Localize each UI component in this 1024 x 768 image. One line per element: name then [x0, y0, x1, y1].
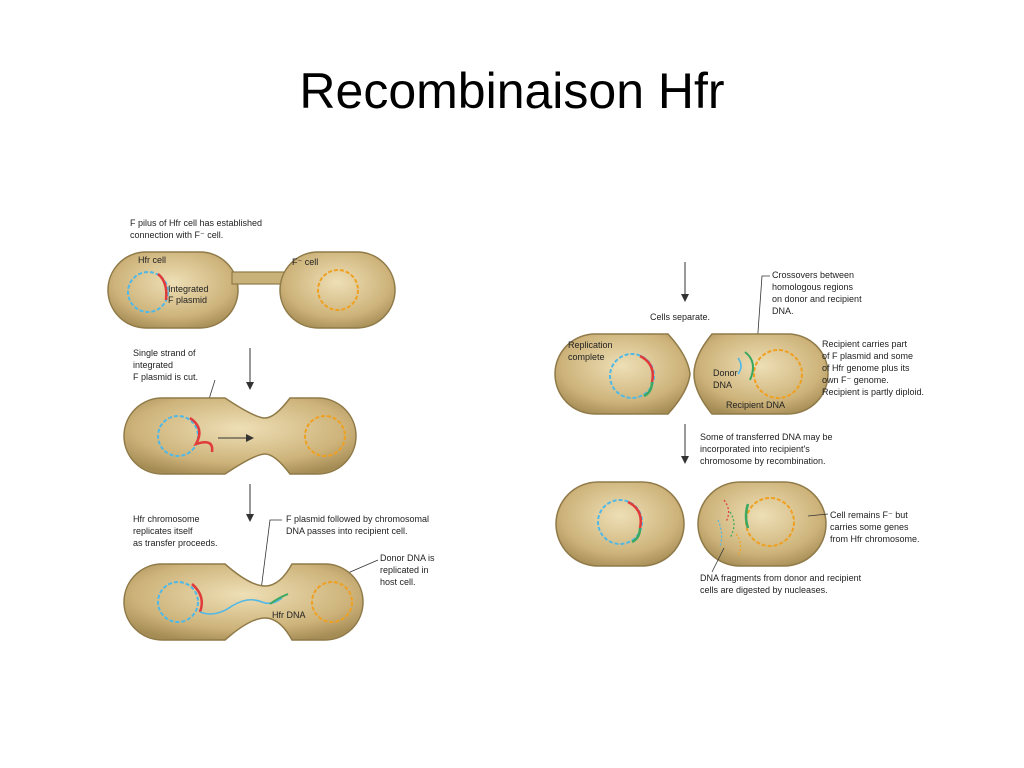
recombinant-cell-final — [697, 481, 827, 567]
integrated-plasmid-label-1: Integrated — [168, 284, 209, 294]
caption-cut-1: Single strand of — [133, 348, 196, 358]
caption-recipient-5: Recipient is partly diploid. — [822, 387, 924, 397]
recipient-chromosome — [311, 581, 353, 623]
caption-transfer-2: DNA passes into recipient cell. — [286, 526, 408, 536]
recombined-donor-segment — [744, 503, 750, 529]
caption-pilus-2: connection with F⁻ cell. — [130, 230, 223, 240]
hfr-chromosome — [127, 271, 169, 313]
f-minus-cell — [279, 251, 396, 329]
donor-dna-label-2: DNA — [713, 380, 732, 390]
caption-donor-replicated-1: Donor DNA is — [380, 553, 435, 563]
cut-f-plasmid-strand — [189, 416, 214, 453]
digested-fragment — [717, 519, 723, 547]
hfr-cell-separated — [554, 333, 691, 415]
caption-remains-3: from Hfr chromosome. — [830, 534, 920, 544]
fragments-pointer-line — [711, 547, 725, 573]
caption-pilus-1: F pilus of Hfr cell has established — [130, 218, 262, 228]
f-plasmid-segment — [627, 500, 642, 529]
caption-crossover-3: on donor and recipient — [772, 294, 862, 304]
digested-fragment — [735, 533, 742, 557]
integrated-f-plasmid — [157, 273, 168, 301]
caption-transfer-1: F plasmid followed by chromosomal — [286, 514, 429, 524]
caption-cut-2: integrated — [133, 360, 173, 370]
caption-donor-replicated-2: replicated in — [380, 565, 429, 575]
caption-recipient-4: own F⁻ genome. — [822, 375, 889, 385]
slide-title: Recombinaison Hfr — [299, 63, 725, 119]
caption-transferred-1: Some of transferred DNA may be — [700, 432, 833, 442]
donor-segment — [643, 381, 654, 398]
f-pilus — [231, 271, 288, 285]
hfr-cell-final — [555, 481, 685, 567]
transfer-pointer-line — [259, 519, 282, 599]
caption-replicates-3: as transfer proceeds. — [133, 538, 218, 548]
recipient-dna-label: Recipient DNA — [726, 400, 785, 410]
hfr-dna-label: Hfr DNA — [272, 610, 306, 620]
recipient-cell-partly-diploid — [693, 333, 829, 415]
caption-remains-1: Cell remains F⁻ but — [830, 510, 908, 520]
caption-fragments-1: DNA fragments from donor and recipient — [700, 573, 862, 583]
caption-replicates-2: replicates itself — [133, 526, 193, 536]
donor-dna-fragment — [744, 351, 755, 381]
f-plasmid-segment — [191, 583, 203, 613]
replication-label-1: Replication — [568, 340, 613, 350]
caption-transferred-2: incorporated into recipient's — [700, 444, 810, 454]
caption-cut-3: F plasmid is cut. — [133, 372, 198, 382]
caption-donor-replicated-3: host cell. — [380, 577, 416, 587]
integrated-plasmid-label-2: F plasmid — [168, 295, 207, 305]
caption-transferred-3: chromosome by recombination. — [700, 456, 826, 466]
f-plasmid-segment — [639, 354, 654, 383]
caption-remains-2: carries some genes — [830, 522, 909, 532]
recipient-chromosome — [304, 415, 346, 457]
caption-fragments-2: cells are digested by nucleases. — [700, 585, 828, 595]
donor-dna-label-1: Donor — [713, 368, 738, 378]
remains-pointer-line — [807, 513, 829, 517]
hfr-chromosome — [157, 581, 199, 623]
recipient-chromosome — [753, 349, 803, 399]
replication-label-2: complete — [568, 352, 605, 362]
caption-recipient-3: of Hfr genome plus its — [822, 363, 910, 373]
digested-fragment — [729, 511, 735, 539]
donor-segment — [631, 527, 642, 544]
recipient-chromosome — [317, 269, 359, 311]
caption-replicates-1: Hfr chromosome — [133, 514, 200, 524]
caption-cells-separate: Cells separate. — [650, 312, 710, 322]
caption-crossover-1: Crossovers between — [772, 270, 854, 280]
hfr-cell — [107, 251, 239, 329]
replicated-donor-dna — [269, 593, 289, 605]
caption-crossover-2: homologous regions — [772, 282, 854, 292]
f-minus-cell-label: F⁻ cell — [292, 257, 318, 267]
caption-crossover-4: DNA. — [772, 306, 794, 316]
digested-fragment — [723, 499, 730, 523]
crossover-pointer-line — [755, 275, 770, 361]
caption-recipient-1: Recipient carries part — [822, 339, 908, 349]
donor-dna-strand — [737, 357, 742, 375]
hfr-cell-label: Hfr cell — [138, 255, 166, 265]
conjugating-cells-step-3 — [123, 563, 364, 641]
caption-recipient-2: of F plasmid and some — [822, 351, 913, 361]
